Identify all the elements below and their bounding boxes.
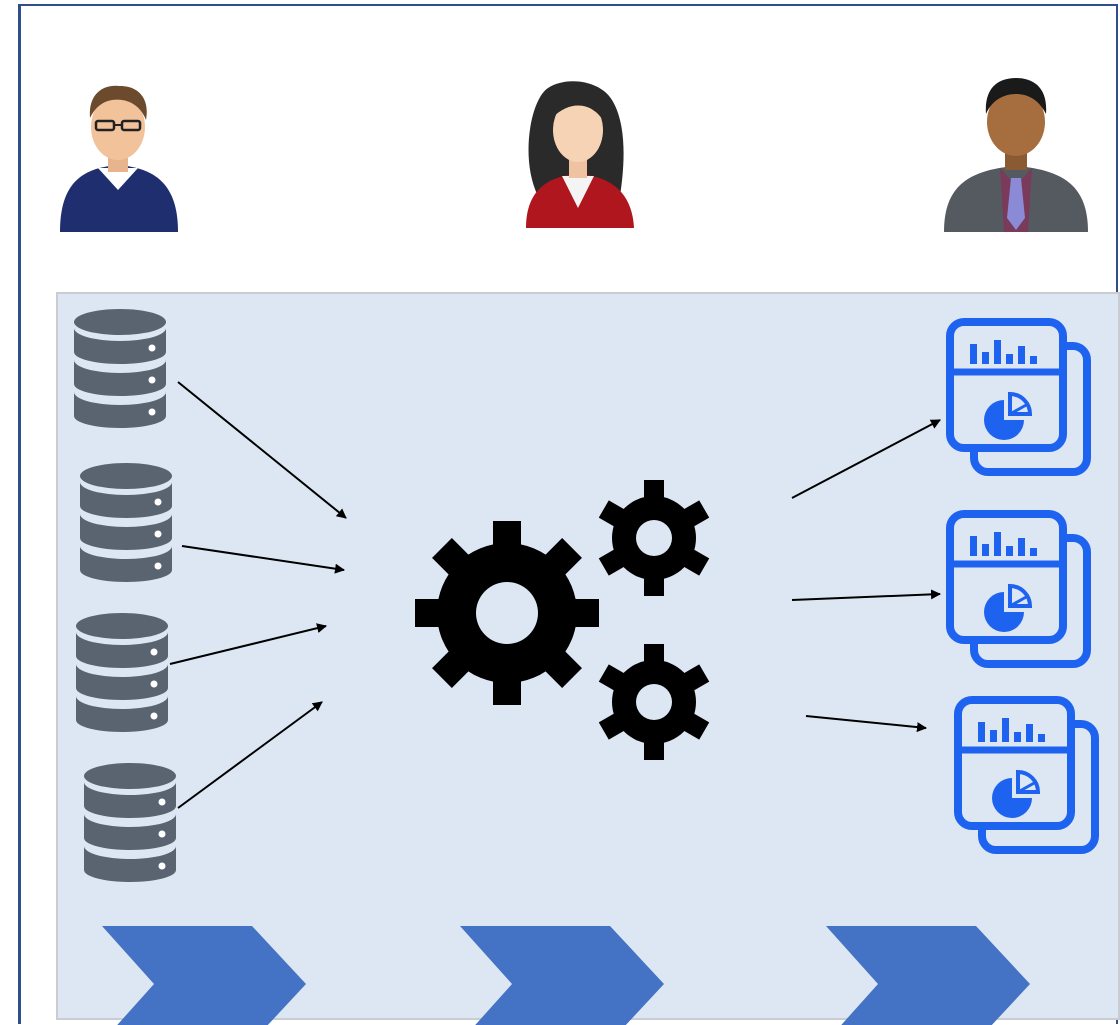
database-icon-3 [76,613,168,732]
database-icon-4 [84,763,176,882]
arrow-process-to-report2 [791,589,941,601]
report-icon-2 [950,514,1087,664]
stage-chevron-3 [826,926,1030,1025]
arrow-db4-to-process [177,701,323,809]
arrow-db2-to-process [181,545,345,574]
process-panel [56,292,1120,1020]
stage-chevron-2 [460,926,664,1025]
arrow-process-to-report1 [791,419,941,499]
arrow-db1-to-process [177,381,347,519]
user-businessman-icon [944,78,1088,232]
arrow-db3-to-process [169,623,327,665]
gears-icon [415,480,710,760]
report-icon-3 [958,700,1095,850]
stage-chevron-1 [102,926,306,1025]
user-casual-man-icon [60,85,178,232]
user-woman-icon [526,81,634,228]
arrow-process-to-report3 [805,715,927,733]
database-icon-1 [74,309,166,428]
database-icon-2 [80,463,172,582]
report-icon-1 [950,322,1087,472]
